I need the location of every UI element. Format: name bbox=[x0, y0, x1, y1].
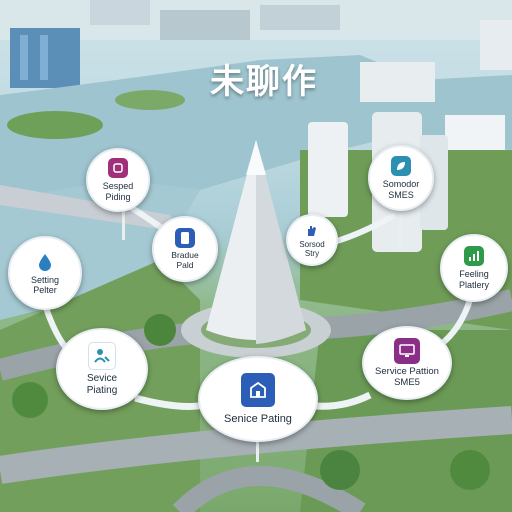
building-icon bbox=[241, 372, 275, 407]
bubble-setting-pelter[interactable]: Setting Pelter bbox=[8, 236, 82, 310]
bubble-sevice-piating[interactable]: Sevice Piating bbox=[56, 328, 148, 410]
bubble-label-line: Sorsod bbox=[299, 239, 325, 249]
bubble-label-line: Piding bbox=[105, 191, 131, 202]
bubble-label-line: Senice Pating bbox=[224, 412, 292, 425]
bubble-feeling-platlery[interactable]: Feeling Platlery bbox=[440, 234, 508, 302]
bubble-label-line: Sevice bbox=[86, 373, 117, 384]
page-title: 未聊作 bbox=[210, 62, 318, 102]
bubble-label-line: Somodor bbox=[382, 179, 420, 190]
bubble-stem bbox=[399, 210, 402, 250]
bubble-sesped-piding[interactable]: Sesped Piding bbox=[86, 148, 150, 212]
leaf-icon bbox=[391, 156, 411, 177]
bubble-senice-pating[interactable]: Senice Pating bbox=[198, 356, 318, 442]
phone-icon bbox=[175, 227, 195, 248]
bubble-label-line: Service Pattion bbox=[375, 365, 439, 377]
bubble-label-line: Setting bbox=[30, 274, 60, 285]
bubble-somodor-smes[interactable]: Somodor SMES bbox=[368, 145, 434, 211]
bubble-label-line: Stry bbox=[304, 249, 320, 258]
bubble-label-line: SMES bbox=[388, 189, 414, 200]
monitor-icon bbox=[394, 337, 420, 364]
bubble-stem bbox=[122, 200, 125, 240]
bubble-service-pattion-sme5[interactable]: Service Pattion SME5 bbox=[362, 326, 452, 400]
bubble-bradue-pald[interactable]: Bradue Pald bbox=[152, 216, 218, 282]
bubble-label-line: Sesped bbox=[102, 181, 134, 192]
bubble-label-line: Pald bbox=[176, 259, 194, 270]
chart-icon bbox=[464, 246, 484, 267]
bubble-label-line: SME5 bbox=[394, 376, 420, 388]
hand-icon bbox=[304, 221, 320, 238]
drop-icon bbox=[34, 250, 56, 273]
bubble-stem bbox=[256, 440, 259, 462]
square-icon bbox=[108, 158, 128, 179]
bubble-label-line: Bradue bbox=[171, 249, 199, 260]
bubble-label-line: Piating bbox=[86, 384, 118, 396]
person-icon bbox=[88, 342, 116, 370]
bubble-label-line: Platlery bbox=[458, 279, 489, 290]
bubble-sorsod-stry[interactable]: Sorsod Stry bbox=[286, 214, 338, 266]
bubble-label-line: Feeling bbox=[459, 269, 489, 280]
bubble-label-line: Pelter bbox=[33, 285, 57, 295]
